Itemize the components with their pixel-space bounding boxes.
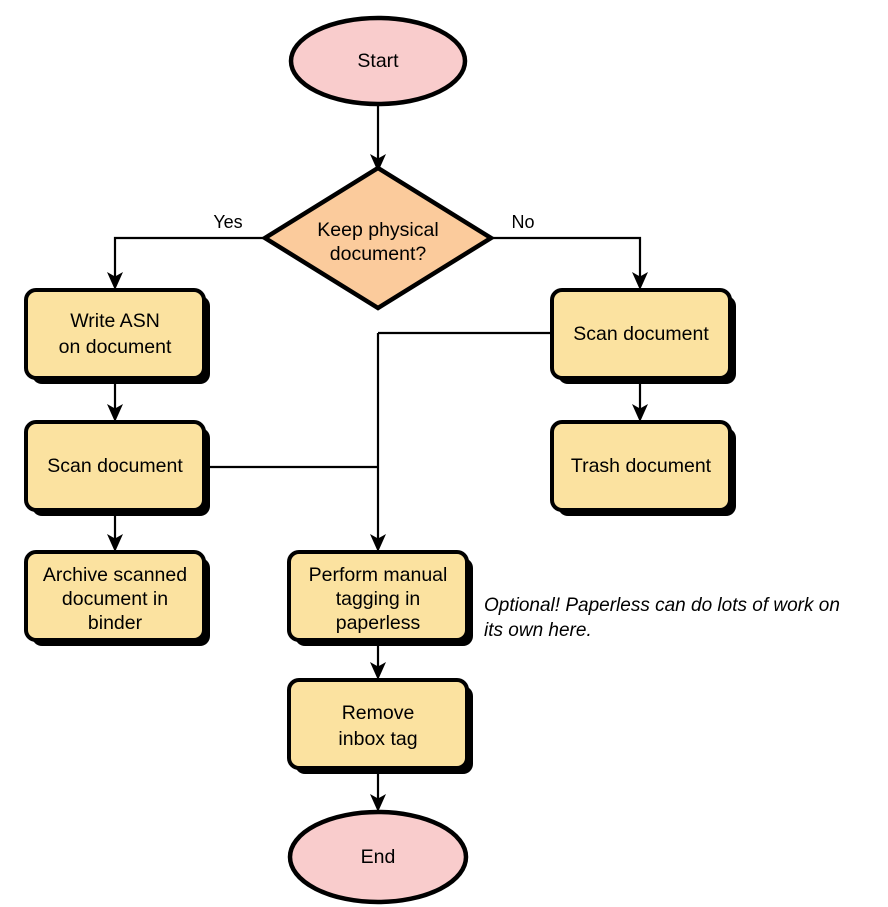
connector-start-to-decision [370,106,386,172]
node-start-label: Start [357,50,399,72]
connector-remove-inbox-to-end [370,771,386,812]
connector-scan-left-to-archive [107,511,123,552]
node-tagging-label-line3: paperless [336,612,421,634]
node-start[interactable]: Start [288,15,468,107]
node-tagging-label-line1: Perform manual [309,564,448,586]
connector-decision-yes-to-write-asn [107,236,265,290]
node-scan-document-left-label: Scan document [47,455,183,477]
node-decision-label-line2: document? [330,243,427,265]
connector-trunk-to-tagging [370,333,386,552]
connector-scan-right-to-trash [632,378,648,422]
node-end[interactable]: End [287,809,469,905]
node-archive-label-line2: document in [62,588,168,610]
node-decision-keep-physical-document[interactable]: Keep physical document? [260,165,496,311]
node-remove-inbox-label-line1: Remove [342,702,415,724]
edge-label-no: No [511,212,534,232]
node-archive-label-line1: Archive scanned [43,564,187,586]
node-remove-inbox-label-line2: inbox tag [338,728,417,750]
connector-tagging-to-remove-inbox [370,643,386,680]
connector-write-asn-to-scan-left [107,378,123,422]
node-scan-document-right-label: Scan document [573,323,709,345]
node-perform-manual-tagging[interactable]: Perform manual tagging in paperless [287,550,473,646]
edge-label-yes: Yes [213,212,242,232]
node-trash-document-label: Trash document [571,455,712,477]
node-scan-document-left[interactable]: Scan document [24,420,210,516]
node-write-asn-label-line1: Write ASN [70,310,160,332]
node-archive-label-line3: binder [88,612,143,634]
node-scan-document-right[interactable]: Scan document [550,288,736,384]
connector-decision-no-to-scan-right [491,236,648,290]
node-write-asn-on-document[interactable]: Write ASN on document [24,288,210,384]
annotation-optional-note-line1: Optional! Paperless can do lots of work … [484,595,840,616]
node-remove-inbox-tag[interactable]: Remove inbox tag [287,678,473,774]
annotation-optional-note: Optional! Paperless can do lots of work … [484,595,840,641]
node-tagging-label-line2: tagging in [336,588,421,610]
node-decision-label-line1: Keep physical [317,219,438,241]
node-end-label: End [361,846,396,868]
node-archive-scanned-document[interactable]: Archive scanned document in binder [24,550,210,646]
annotation-optional-note-line2: its own here. [484,620,592,641]
node-write-asn-label-line2: on document [59,336,172,358]
node-trash-document[interactable]: Trash document [550,420,736,516]
